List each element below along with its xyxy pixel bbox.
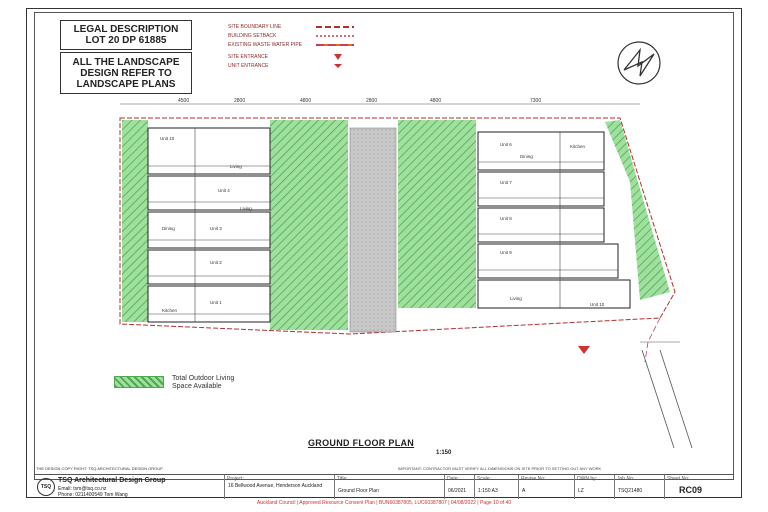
- unit-label-left: Unit 3: [210, 226, 222, 231]
- legal-line1: LEGAL DESCRIPTION: [73, 24, 179, 35]
- outdoor-legend-line1: Total Outdoor Living: [172, 375, 235, 382]
- dim-3: 4800: [300, 98, 311, 104]
- company-phone: Phone: 0211400549 Tom Wang: [58, 492, 128, 498]
- room-dining: Dining: [520, 154, 533, 159]
- tb-sheet-cell: Sheet No: RC09: [664, 475, 734, 499]
- room-living: Living: [240, 206, 252, 211]
- room-living: Living: [510, 296, 522, 301]
- unit-label-right: Unit 7: [500, 180, 512, 185]
- tb-title-cell: Title: Ground Floor Plan: [334, 475, 444, 499]
- contractor-note: IMPORTANT: CONTRACTOR MUST VERIFY ALL DI…: [398, 466, 602, 471]
- title-label: Title:: [337, 476, 348, 482]
- outdoor-area: [605, 120, 670, 300]
- sheet-label: Sheet No:: [667, 476, 690, 482]
- line-legend: SITE BOUNDARY LINE BUILDING SETBACK EXIS…: [228, 24, 368, 72]
- dim-1: 4500: [178, 98, 189, 104]
- revise-label: Revise No:: [521, 476, 546, 482]
- revise-value: A: [522, 488, 526, 494]
- tb-scale-cell: Scale: 1:150 A3: [474, 475, 518, 499]
- date-value: 06/2021: [448, 488, 467, 494]
- unit-label-left: Unit 2: [210, 260, 222, 265]
- outdoor-legend-swatch: [114, 376, 164, 388]
- legal-description-box: LEGAL DESCRIPTION LOT 20 DP 61885: [60, 20, 192, 50]
- unit-label-right: Unit 10: [590, 302, 605, 307]
- dim-2: 2800: [234, 98, 245, 104]
- legend-building-setback: BUILDING SETBACK: [228, 33, 368, 42]
- unit-label-right: Unit 9: [500, 250, 512, 255]
- outdoor-area: [398, 120, 476, 308]
- outdoor-legend-text: Total Outdoor Living Space Available: [172, 375, 234, 391]
- title-block: TSQ TSQ Architectural Design Group Email…: [34, 474, 734, 499]
- landscape-line2: DESIGN REFER TO: [80, 68, 172, 79]
- dim-5: 4800: [430, 98, 441, 104]
- landscape-note-box: ALL THE LANDSCAPE DESIGN REFER TO LANDSC…: [60, 52, 192, 94]
- unit-label-right: Unit 8: [500, 216, 512, 221]
- landscape-line1: ALL THE LANDSCAPE: [72, 57, 180, 68]
- tb-revise-cell: Revise No: A: [518, 475, 574, 499]
- tb-date-cell: Date: 06/2021: [444, 475, 474, 499]
- company-email: Email: tsm@tsq.co.nz: [58, 486, 107, 492]
- sheet-value: RC09: [679, 485, 703, 495]
- unit-label-right: Unit 6: [500, 142, 512, 147]
- room-kitchen: Kitchen: [570, 144, 586, 149]
- plan-title: GROUND FLOOR PLAN: [308, 438, 415, 448]
- project-label: Project:: [227, 476, 244, 482]
- drawing-border: [34, 12, 734, 480]
- dimension-labels: 4500 2800 4800 2800 4800 7300: [178, 98, 541, 104]
- tb-job-cell: Job No: TSQ21480: [614, 475, 664, 499]
- legend-site-boundary: SITE BOUNDARY LINE: [228, 24, 368, 33]
- dwn-value: LZ: [578, 488, 584, 494]
- outdoor-legend-line2: Space Available: [172, 383, 222, 390]
- date-label: Date:: [447, 476, 459, 482]
- outdoor-area: [270, 120, 348, 330]
- scale-label: Scale:: [477, 476, 491, 482]
- left-units: [147, 127, 271, 323]
- access-line: [641, 350, 693, 449]
- driveway: [349, 127, 397, 333]
- legend-unit-entrance: UNIT ENTRANCE: [228, 63, 368, 72]
- legend-site-entrance: SITE ENTRANCE: [228, 54, 368, 63]
- unit-label-left: Unit 4: [218, 188, 230, 193]
- dim-4: 2800: [366, 98, 377, 104]
- dwn-label: DWN by:: [577, 476, 597, 482]
- right-units: [477, 131, 631, 309]
- tb-company-cell: TSQ TSQ Architectural Design Group Email…: [34, 475, 224, 499]
- room-dining: Dining: [162, 226, 175, 231]
- site-plan: 4500 2800 4800 2800 4800 7300 Unit 10 Un…: [119, 98, 680, 363]
- company-logo-icon: TSQ: [37, 478, 55, 496]
- dim-6: 7300: [530, 98, 541, 104]
- job-value: TSQ21480: [618, 488, 643, 494]
- room-living: Living: [230, 164, 242, 169]
- job-label: Job No:: [617, 476, 635, 482]
- north-arrow-icon: [617, 41, 661, 85]
- legal-line2: LOT 20 DP 61885: [85, 35, 167, 46]
- copyright-note: THE DESIGN COPY RIGHT: TSQ ARCHITECTURAL…: [36, 466, 163, 471]
- outdoor-area: [122, 120, 148, 322]
- plan-scale: 1:150: [436, 450, 452, 456]
- unit-label-left: Unit 1: [210, 300, 222, 305]
- tb-project-cell: Project: 16 Bellwood Avenue, Henderson A…: [224, 475, 334, 499]
- scale-value: 1:150 A3: [478, 488, 498, 494]
- project-value: 16 Bellwood Avenue, Henderson Auckland: [228, 483, 323, 489]
- unit-label-left: Unit 10: [160, 136, 175, 141]
- company-name: TSQ Architectural Design Group: [58, 477, 166, 484]
- landscape-line3: LANDSCAPE PLANS: [76, 79, 176, 90]
- title-value: Ground Floor Plan: [338, 488, 379, 494]
- room-kitchen: Kitchen: [162, 308, 178, 313]
- tb-dwn-cell: DWN by: LZ: [574, 475, 614, 499]
- legend-waste-pipe: EXISTING WASTE WATER PIPE: [228, 42, 368, 54]
- council-footer: Auckland Council | Approved Resource Con…: [256, 500, 512, 506]
